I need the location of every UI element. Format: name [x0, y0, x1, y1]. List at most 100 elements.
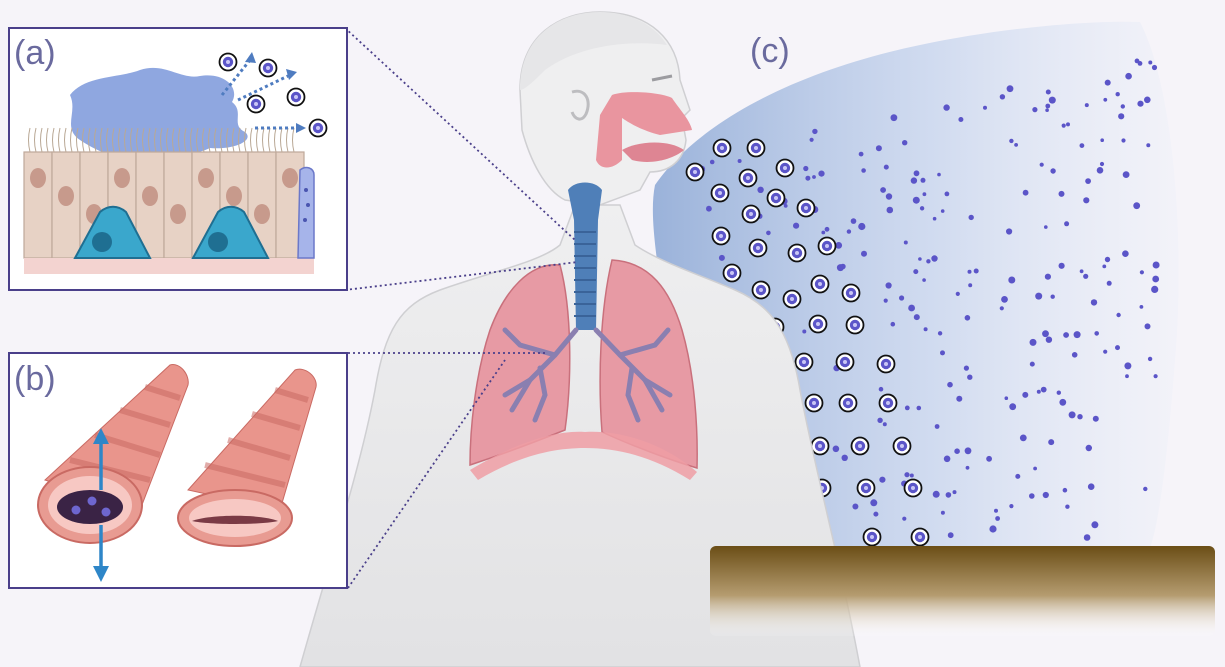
virus-particle-icon — [837, 354, 854, 371]
aerosol-particle — [935, 424, 940, 429]
aerosol-particle — [1059, 191, 1065, 197]
aerosol-particle — [1146, 143, 1150, 147]
epithelial-cell — [24, 152, 52, 258]
aerosol-particle — [956, 292, 960, 296]
virus-particle-icon — [789, 245, 806, 262]
aerosol-particle — [958, 117, 963, 122]
aerosol-particle — [1148, 357, 1152, 361]
aerosol-particle — [1124, 362, 1131, 369]
aerosol-particle — [1069, 411, 1076, 418]
aerosol-particle — [1044, 225, 1048, 229]
aerosol-particle — [920, 206, 924, 210]
aerosol-particle — [757, 187, 763, 193]
aerosol-particle — [911, 177, 917, 183]
virus-particle-icon — [740, 170, 757, 187]
aerosol-particle — [1116, 92, 1120, 96]
cell-nucleus — [114, 168, 130, 188]
aerosol-particle — [710, 160, 715, 165]
aerosol-particle — [821, 231, 825, 235]
aerosol-particle — [1035, 293, 1042, 300]
virus-particle-icon — [878, 356, 895, 373]
aerosol-particle — [842, 455, 848, 461]
virus-particle-icon — [750, 240, 767, 257]
aerosol-particle — [1059, 263, 1065, 269]
virus-particle-icon — [748, 140, 765, 157]
aerosol-particle — [1065, 505, 1069, 509]
aerosol-particle — [937, 173, 941, 177]
aerosol-particle — [1005, 396, 1009, 400]
aerosol-particle — [1062, 124, 1066, 128]
aerosol-particle — [968, 283, 972, 287]
aerosol-particle — [1135, 59, 1140, 64]
virus-particle-icon — [843, 285, 860, 302]
aerosol-particle — [766, 231, 771, 236]
aerosol-particle — [818, 171, 824, 177]
aerosol-particle — [914, 314, 920, 320]
aerosol-particle — [1152, 276, 1159, 283]
aerosol-particle — [1125, 73, 1132, 80]
aerosol-particle — [1043, 492, 1049, 498]
aerosol-particle — [1133, 202, 1140, 209]
aerosol-particle — [1041, 387, 1047, 393]
virus-particle-icon — [713, 228, 730, 245]
cell-nucleus — [30, 168, 46, 188]
aerosol-particle — [1023, 190, 1029, 196]
virus-particle-icon — [777, 160, 794, 177]
aerosol-particle — [933, 491, 940, 498]
aerosol-particle — [1066, 122, 1070, 126]
aerosol-particle — [1049, 97, 1056, 104]
aerosol-particle — [706, 206, 712, 212]
aerosol-particle — [1009, 504, 1013, 508]
aerosol-particle — [1140, 305, 1144, 309]
aerosol-particle — [1064, 221, 1069, 226]
aerosol-particle — [1103, 98, 1107, 102]
aerosol-particle — [1103, 350, 1107, 354]
aerosol-particle — [1000, 306, 1004, 310]
aerosol-particle — [983, 106, 987, 110]
aerosol-particle — [1045, 104, 1050, 109]
aerosol-particle — [1032, 107, 1037, 112]
aerosol-particle — [966, 466, 970, 470]
aerosol-particle — [1048, 439, 1054, 445]
aerosol-particle — [944, 456, 951, 463]
aerosol-particle — [738, 159, 742, 163]
aerosol-particle — [859, 152, 864, 157]
aerosol-particle — [1008, 277, 1015, 284]
virus-particle-icon — [714, 140, 731, 157]
virus-particle-icon — [743, 206, 760, 223]
aerosol-particle — [1116, 313, 1120, 317]
virus-particle-icon — [905, 480, 922, 497]
aerosol-particle — [965, 447, 972, 454]
aerosol-particle — [1083, 274, 1088, 279]
aerosol-particle — [948, 532, 954, 538]
aerosol-particle — [1144, 97, 1151, 104]
aerosol-particle — [1046, 337, 1052, 343]
aerosol-particle — [904, 241, 908, 245]
aerosol-particle — [1001, 296, 1008, 303]
aerosol-particle — [1091, 521, 1098, 528]
cell-nucleus — [198, 168, 214, 188]
aerosol-particle — [1084, 534, 1091, 541]
aerosol-particle — [931, 255, 937, 261]
aerosol-particle — [803, 166, 808, 171]
aerosol-particle — [986, 456, 992, 462]
aerosol-particle — [1080, 269, 1084, 273]
virus-particle-icon — [687, 164, 704, 181]
aerosol-particle — [1152, 65, 1157, 70]
aerosol-particle — [913, 197, 920, 204]
cell-nucleus — [58, 186, 74, 206]
aerosol-particle — [861, 168, 866, 173]
aerosol-particle — [913, 269, 918, 274]
aerosol-particle — [902, 140, 907, 145]
aerosol-particle — [1046, 90, 1051, 95]
aerosol-particle — [884, 165, 889, 170]
aerosol-particle — [1063, 488, 1068, 493]
aerosol-particle — [802, 330, 806, 334]
aerosol-particle — [918, 257, 922, 261]
aerosol-particle — [1014, 143, 1018, 147]
aerosol-particle — [1100, 162, 1104, 166]
aerosol-particle — [861, 251, 867, 257]
virus-particle-icon — [798, 200, 815, 217]
aerosol-particle — [926, 259, 930, 263]
aerosol-particle — [1137, 101, 1143, 107]
